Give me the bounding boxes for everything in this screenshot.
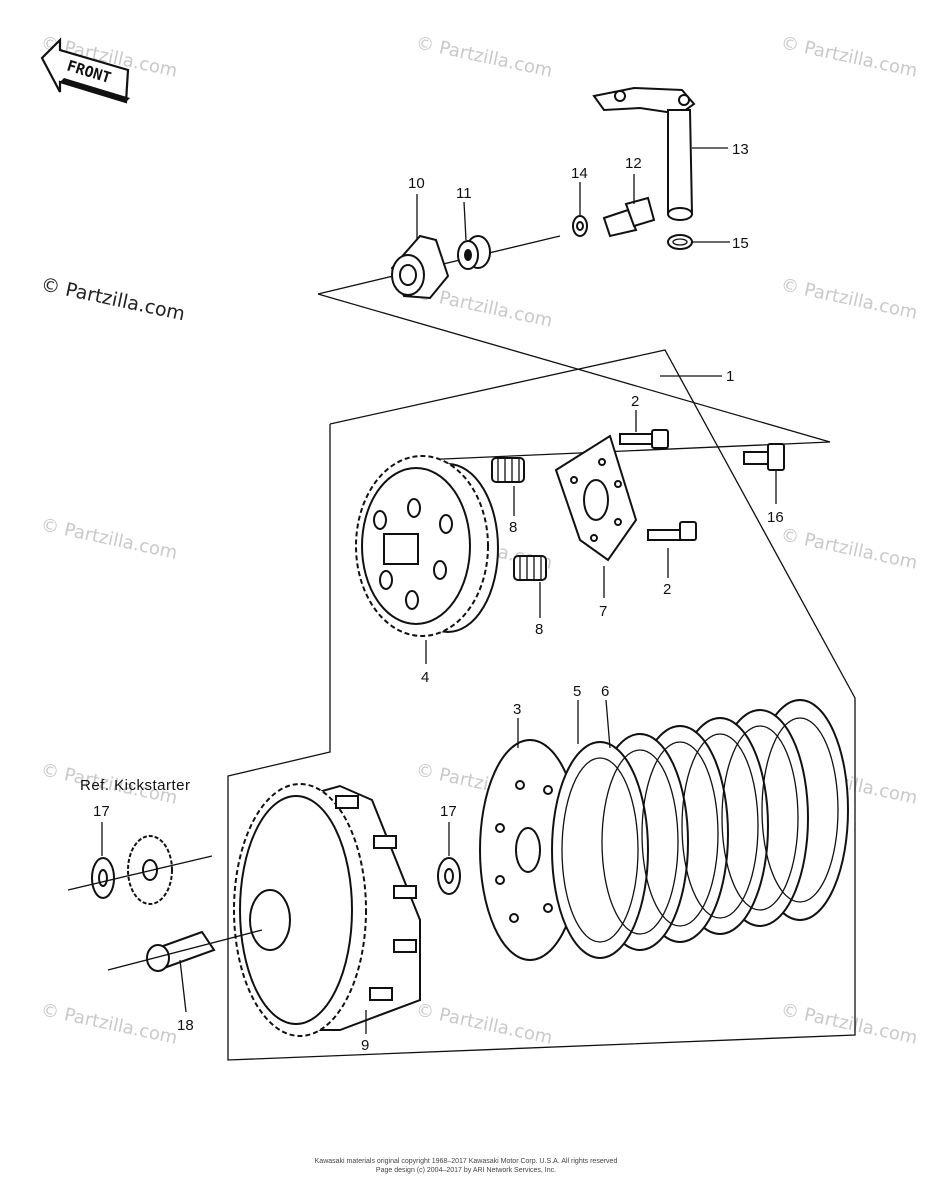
footer-design-credit: Page design (c) 2004–2017 by ARI Network…	[376, 1167, 556, 1174]
callout-6: 6	[601, 683, 609, 700]
watermark: © Partzilla.com	[779, 32, 919, 81]
callout-13: 13	[732, 141, 749, 158]
watermark: © Partzilla.com	[39, 999, 179, 1048]
part-11-bearing	[457, 235, 491, 270]
part-17-washer-right	[437, 857, 461, 895]
release-group-bracket	[317, 293, 831, 461]
part-7-pressure-plate	[554, 434, 638, 562]
callout-16: 16	[767, 509, 784, 526]
watermark: © Partzilla.com	[779, 524, 919, 573]
part-4-clutch-hub	[355, 455, 499, 637]
part-10-release-housing	[390, 234, 450, 300]
part-8-spring-upper	[491, 457, 525, 483]
part-9-clutch-housing	[233, 783, 421, 1037]
callout-8-lower: 8	[535, 621, 543, 638]
assembly-outline	[227, 349, 856, 1061]
part-17-washer-left	[91, 857, 115, 899]
watermark: © Partzilla.com	[39, 273, 187, 325]
callout-18: 18	[177, 1017, 194, 1034]
part-16-stud-bolt	[743, 443, 785, 471]
part-2-bolt-upper	[619, 429, 669, 449]
callout-10: 10	[408, 175, 425, 192]
callout-5: 5	[573, 683, 581, 700]
part-14-washer	[572, 215, 588, 237]
callout-4: 4	[421, 669, 429, 686]
callout-1: 1	[726, 368, 734, 385]
callout-8-upper: 8	[509, 519, 517, 536]
footer-copyright: Kawasaki materials original copyright 19…	[315, 1158, 618, 1165]
part-8-spring-lower	[513, 555, 547, 581]
part-13-release-lever	[592, 86, 696, 221]
reference-note: Ref. Kickstarter	[80, 777, 191, 794]
watermark: © Partzilla.com	[779, 274, 919, 323]
part-5-6-clutch-plates	[551, 699, 849, 959]
callout-labels: 1 2 2 3 4 5 6 7 8 8 9 10 11 12 13 14 15 …	[93, 141, 784, 1054]
front-arrow-icon: FRONT	[40, 37, 130, 104]
callout-15: 15	[732, 235, 749, 252]
watermark: © Partzilla.com	[779, 999, 919, 1048]
watermark: © Partzilla.com	[414, 32, 554, 81]
callout-17-left: 17	[93, 803, 110, 820]
callout-2-upper: 2	[631, 393, 639, 410]
callout-17-right: 17	[440, 803, 457, 820]
callout-14: 14	[571, 165, 588, 182]
callout-9: 9	[361, 1037, 369, 1054]
part-12-push-rod	[602, 196, 656, 238]
part-2-bolt-lower	[647, 521, 697, 541]
callout-12: 12	[625, 155, 642, 172]
callout-2-lower: 2	[663, 581, 671, 598]
callout-11: 11	[456, 185, 472, 202]
leader-lines	[101, 147, 777, 1034]
watermark: © Partzilla.com	[414, 999, 554, 1048]
part-15-oring	[667, 234, 693, 250]
callout-3: 3	[513, 701, 521, 718]
callout-7: 7	[599, 603, 607, 620]
watermark: © Partzilla.com	[39, 514, 179, 563]
